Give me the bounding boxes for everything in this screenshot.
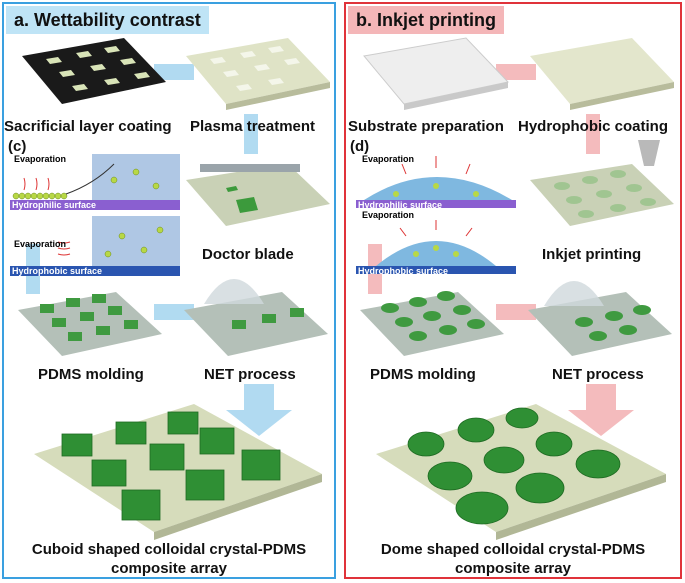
inset-c-evaporation-1: Evaporation: [14, 154, 67, 164]
panel-a-graphics: [10, 38, 330, 540]
inset-c-diagram: [10, 154, 180, 276]
net-process-plate-a: [184, 279, 328, 356]
step-pdms-molding-b: PDMS molding: [370, 366, 476, 383]
inkjet-printing-plate: [530, 140, 674, 226]
inset-d-evaporation-2: Evaporation: [362, 210, 415, 220]
panel-a-result-line1: Cuboid shaped colloidal crystal-PDMS: [31, 541, 307, 558]
panel-inkjet-printing: b. Inkjet printing: [344, 2, 682, 579]
plasma-treated-plate: [186, 38, 330, 110]
substrate-plate: [363, 37, 509, 110]
panel-a-result-caption: Cuboid shaped colloidal crystal-PDMS com…: [4, 540, 334, 578]
pdms-molding-plate-b: [360, 291, 504, 356]
inset-d-evaporation-1: Evaporation: [362, 154, 415, 164]
step-net-process-b: NET process: [552, 366, 644, 383]
inset-c-hydrophobic-surface: Hydrophobic surface: [12, 266, 103, 276]
inset-d-hydrophobic-surface: Hydrophobic surface: [358, 266, 449, 276]
hydrophobic-coated-plate: [530, 38, 674, 110]
step-doctor-blade: Doctor blade: [202, 246, 294, 263]
sacrificial-layer-plate: [22, 38, 166, 104]
panel-b-graphics: [356, 37, 674, 540]
step-inkjet-printing: Inkjet printing: [542, 246, 642, 263]
dome-array-plate: [376, 404, 666, 540]
doctor-blade-plate: [186, 164, 330, 226]
panel-a-result-line2: composite array: [111, 560, 227, 577]
panel-b-result-caption: Dome shaped colloidal crystal-PDMS compo…: [346, 540, 680, 578]
net-process-plate-b: [528, 281, 672, 356]
inset-c-hydrophilic-surface: Hydrophilic surface: [12, 200, 97, 210]
inset-d-label: (d): [350, 138, 370, 155]
panel-b-result-line1: Dome shaped colloidal crystal-PDMS: [380, 541, 646, 558]
step-pdms-molding-a: PDMS molding: [38, 366, 144, 383]
cuboid-array-plate: [34, 404, 322, 540]
step-hydrophobic-coating: Hydrophobic coating: [518, 118, 668, 135]
inset-d-hydrophilic-surface: Hydrophilic surface: [358, 200, 443, 210]
inset-d-diagram: [356, 156, 516, 274]
panel-a-flow-arrows: [26, 64, 292, 436]
panel-b-result-line2: composite array: [455, 560, 571, 577]
inset-c-evaporation-2: Evaporation: [14, 239, 67, 249]
inset-c-label: (c): [8, 138, 27, 155]
panel-b-title: b. Inkjet printing: [348, 6, 504, 34]
step-sacrificial-layer-coating: Sacrificial layer coating: [4, 118, 172, 135]
panel-wettability-contrast: a. Wettability contrast: [2, 2, 336, 579]
pdms-molding-plate-a: [18, 292, 162, 356]
step-plasma-treatment: Plasma treatment: [190, 118, 316, 135]
step-net-process-a: NET process: [204, 366, 296, 383]
step-substrate-preparation: Substrate preparation: [348, 118, 504, 135]
panel-a-title: a. Wettability contrast: [6, 6, 209, 34]
